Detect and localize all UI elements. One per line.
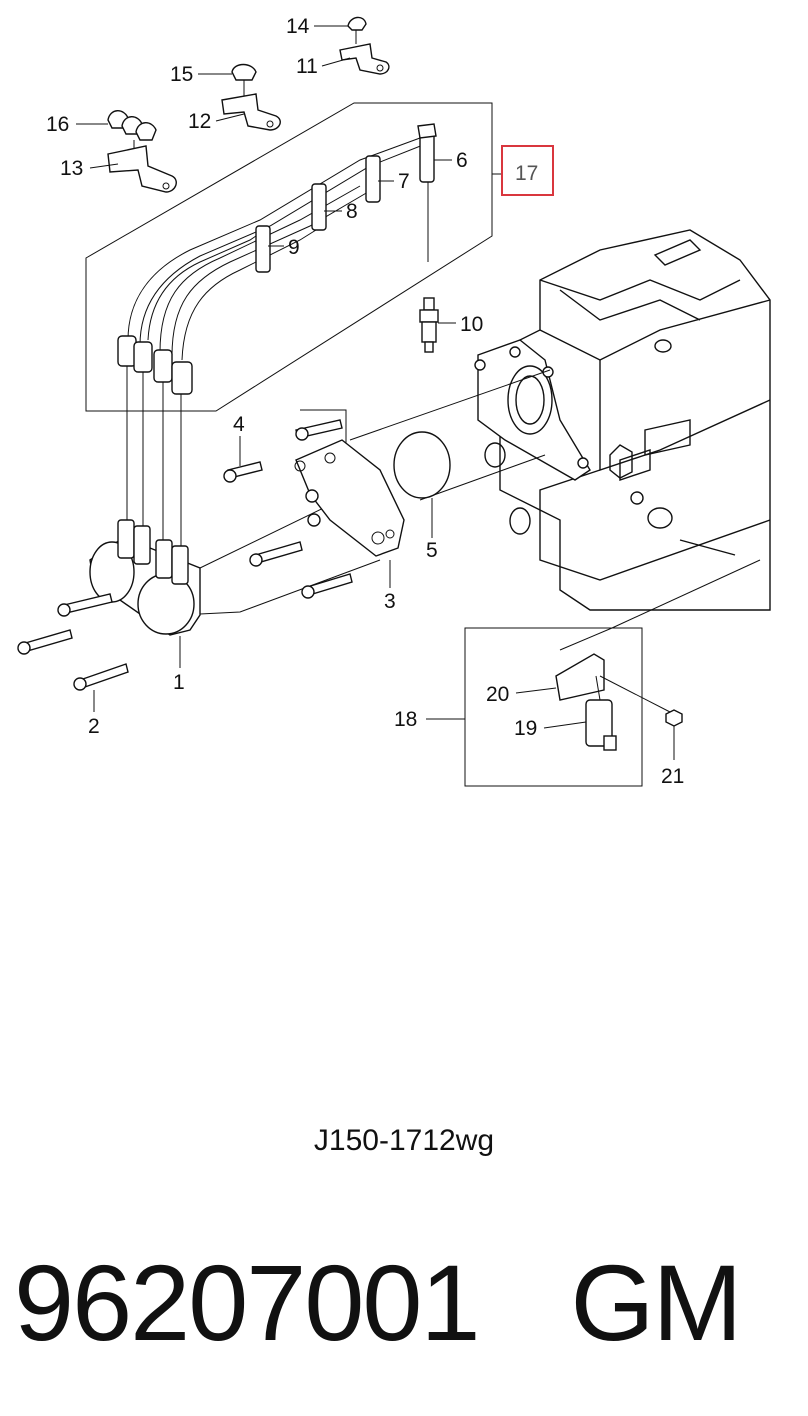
bracket-11 [339,43,390,75]
bracket-3 [294,439,405,557]
bracket-12 [221,93,281,131]
ignition-wire-set [85,102,493,412]
callout-17: 17 [515,162,538,185]
spark-plug-10 [419,297,439,353]
part-number-line: 96207001 GM [14,1240,743,1365]
callout-4: 4 [233,413,245,436]
callout-20: 20 [486,683,509,706]
engine-block [474,229,771,611]
coil-pack-1 [89,366,201,636]
callout-13: 13 [60,157,83,180]
bracket-13 [107,145,177,193]
callout-5: 5 [426,539,438,562]
leader-lines [76,25,675,760]
clip-15 [231,63,257,96]
diagram-reference-code: J150-1712wg [313,1124,495,1157]
brand-name: GM [570,1242,743,1363]
callout-6: 6 [456,149,468,172]
callout-8: 8 [346,200,358,223]
callout-17-highlight-box [501,145,554,196]
callout-15: 15 [170,63,193,86]
callout-19: 19 [514,717,537,740]
callout-12: 12 [188,110,211,133]
callout-11: 11 [296,55,318,78]
bolts [17,419,353,691]
o-ring-5 [393,431,451,499]
callout-14: 14 [286,15,310,38]
callout-21: 21 [661,765,684,788]
callout-3: 3 [384,590,396,613]
clip-16 [107,110,157,152]
clip-14 [347,16,367,44]
callout-9: 9 [288,236,300,259]
callout-7: 7 [398,170,410,193]
part-number: 96207001 [14,1242,481,1363]
callout-16: 16 [46,113,69,136]
callout-1: 1 [173,671,185,694]
callout-18: 18 [394,708,417,731]
callout-10: 10 [460,313,483,336]
exploded-parts-diagram: 14 11 15 12 16 13 6 7 8 9 10 17 4 5 3 1 … [17,15,771,788]
sensor-group [464,559,761,787]
callout-2: 2 [88,715,100,738]
